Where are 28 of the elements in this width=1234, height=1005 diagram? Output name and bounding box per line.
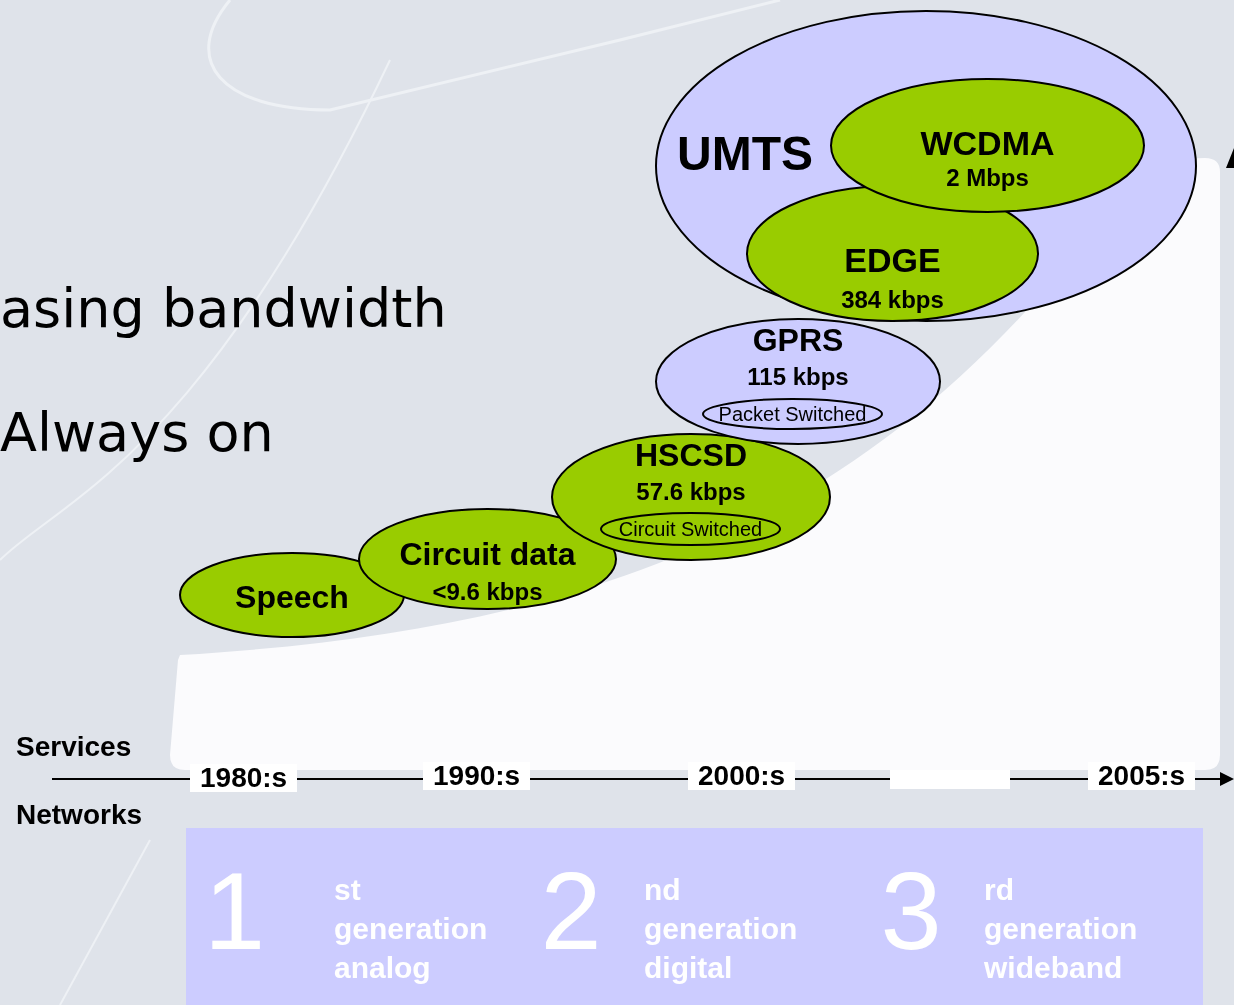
year-label: 1980:s	[190, 764, 298, 792]
rate-text: 115 kbps	[747, 365, 849, 389]
node-title: Circuit Switched	[618, 519, 763, 539]
node-title: Packet Switched	[718, 404, 867, 424]
technology-ellipse	[830, 78, 1145, 213]
rate-text: 2 Mbps	[946, 166, 1029, 190]
node-title: WCDMA	[920, 126, 1055, 160]
axis-label: Networks	[16, 801, 143, 829]
node-title: GPRS	[752, 324, 844, 356]
year-label: 1990:s	[423, 762, 531, 790]
switching-ellipse	[600, 512, 781, 546]
node-title: EDGE	[844, 243, 941, 277]
year-label: 2000:s	[688, 762, 796, 790]
axis-label: Services	[16, 733, 132, 761]
technology-ellipse	[655, 318, 941, 445]
node-title: UMTS	[677, 130, 813, 178]
switching-ellipse	[702, 398, 883, 430]
bullet-text: Always on	[0, 406, 274, 460]
node-title: Speech	[235, 581, 349, 613]
rate-text: 57.6 kbps	[636, 480, 746, 504]
node-title: Circuit data	[399, 538, 576, 570]
service-ellipse	[358, 508, 617, 610]
rate-text: <9.6 kbps	[432, 580, 543, 604]
network-ellipse	[655, 10, 1197, 322]
rate-text: 384 kbps	[841, 288, 944, 312]
year-label: 2005:s	[1088, 762, 1196, 790]
bullet-text: asing bandwidth	[0, 282, 447, 336]
node-title: HSCSD	[635, 439, 747, 471]
